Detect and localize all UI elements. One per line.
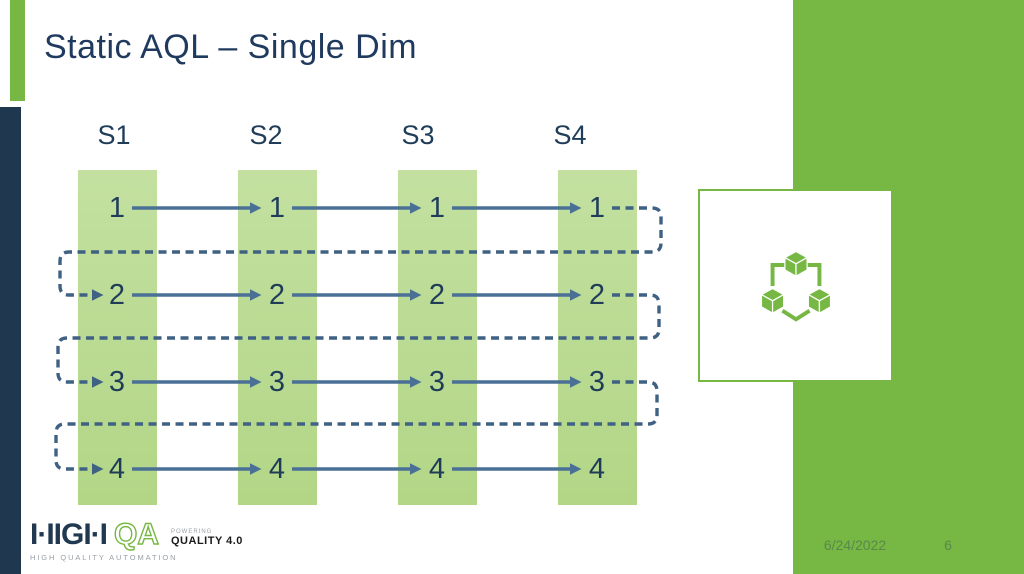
sampling-diagram: S1 S2 S3 S4 [54, 120, 663, 505]
network-cubes-icon [759, 250, 832, 322]
slide-page-number: 6 [944, 537, 952, 553]
cell-s3-3: 3 [428, 366, 446, 398]
left-accent-bar [0, 107, 21, 574]
slide-date: 6/24/2022 [823, 537, 887, 553]
highqa-logo: I·IIGI·I QA POWERING QUALITY 4.0 HIGH QU… [30, 518, 243, 562]
cell-s4-3: 3 [588, 366, 606, 398]
top-left-accent-bar [10, 0, 25, 101]
cell-s4-2: 2 [588, 279, 606, 311]
cell-s3-1: 1 [428, 192, 446, 224]
slide-title: Static AQL – Single Dim [44, 28, 418, 66]
solid-flow-arrows [132, 202, 582, 475]
cell-s1-3: 3 [108, 366, 126, 398]
column-header-s1: S1 [97, 120, 131, 150]
column-header-s4: S4 [553, 120, 587, 150]
logo-quality-label: QUALITY 4.0 [171, 535, 243, 547]
cell-s3-2: 2 [428, 279, 446, 311]
column-header-s3: S3 [401, 120, 435, 150]
logo-powering-label: POWERING [171, 529, 213, 535]
cell-s2-2: 2 [268, 279, 286, 311]
cell-s4-1: 1 [588, 192, 606, 224]
cell-s2-1: 1 [268, 192, 286, 224]
cell-s4-4: 4 [588, 453, 606, 485]
icon-card [698, 189, 893, 382]
logo-tagline: HIGH QUALITY AUTOMATION [30, 553, 178, 562]
cell-s2-3: 3 [268, 366, 286, 398]
cell-s1-4: 4 [108, 453, 126, 485]
cell-s3-4: 4 [428, 453, 446, 485]
cell-s1-2: 2 [108, 279, 126, 311]
column-header-s2: S2 [249, 120, 283, 150]
cell-s1-1: 1 [108, 192, 126, 224]
cell-s2-4: 4 [268, 453, 286, 485]
logo-wordmark-high: I·IIGI·I [30, 518, 108, 551]
logo-wordmark-qa: QA [113, 518, 159, 551]
